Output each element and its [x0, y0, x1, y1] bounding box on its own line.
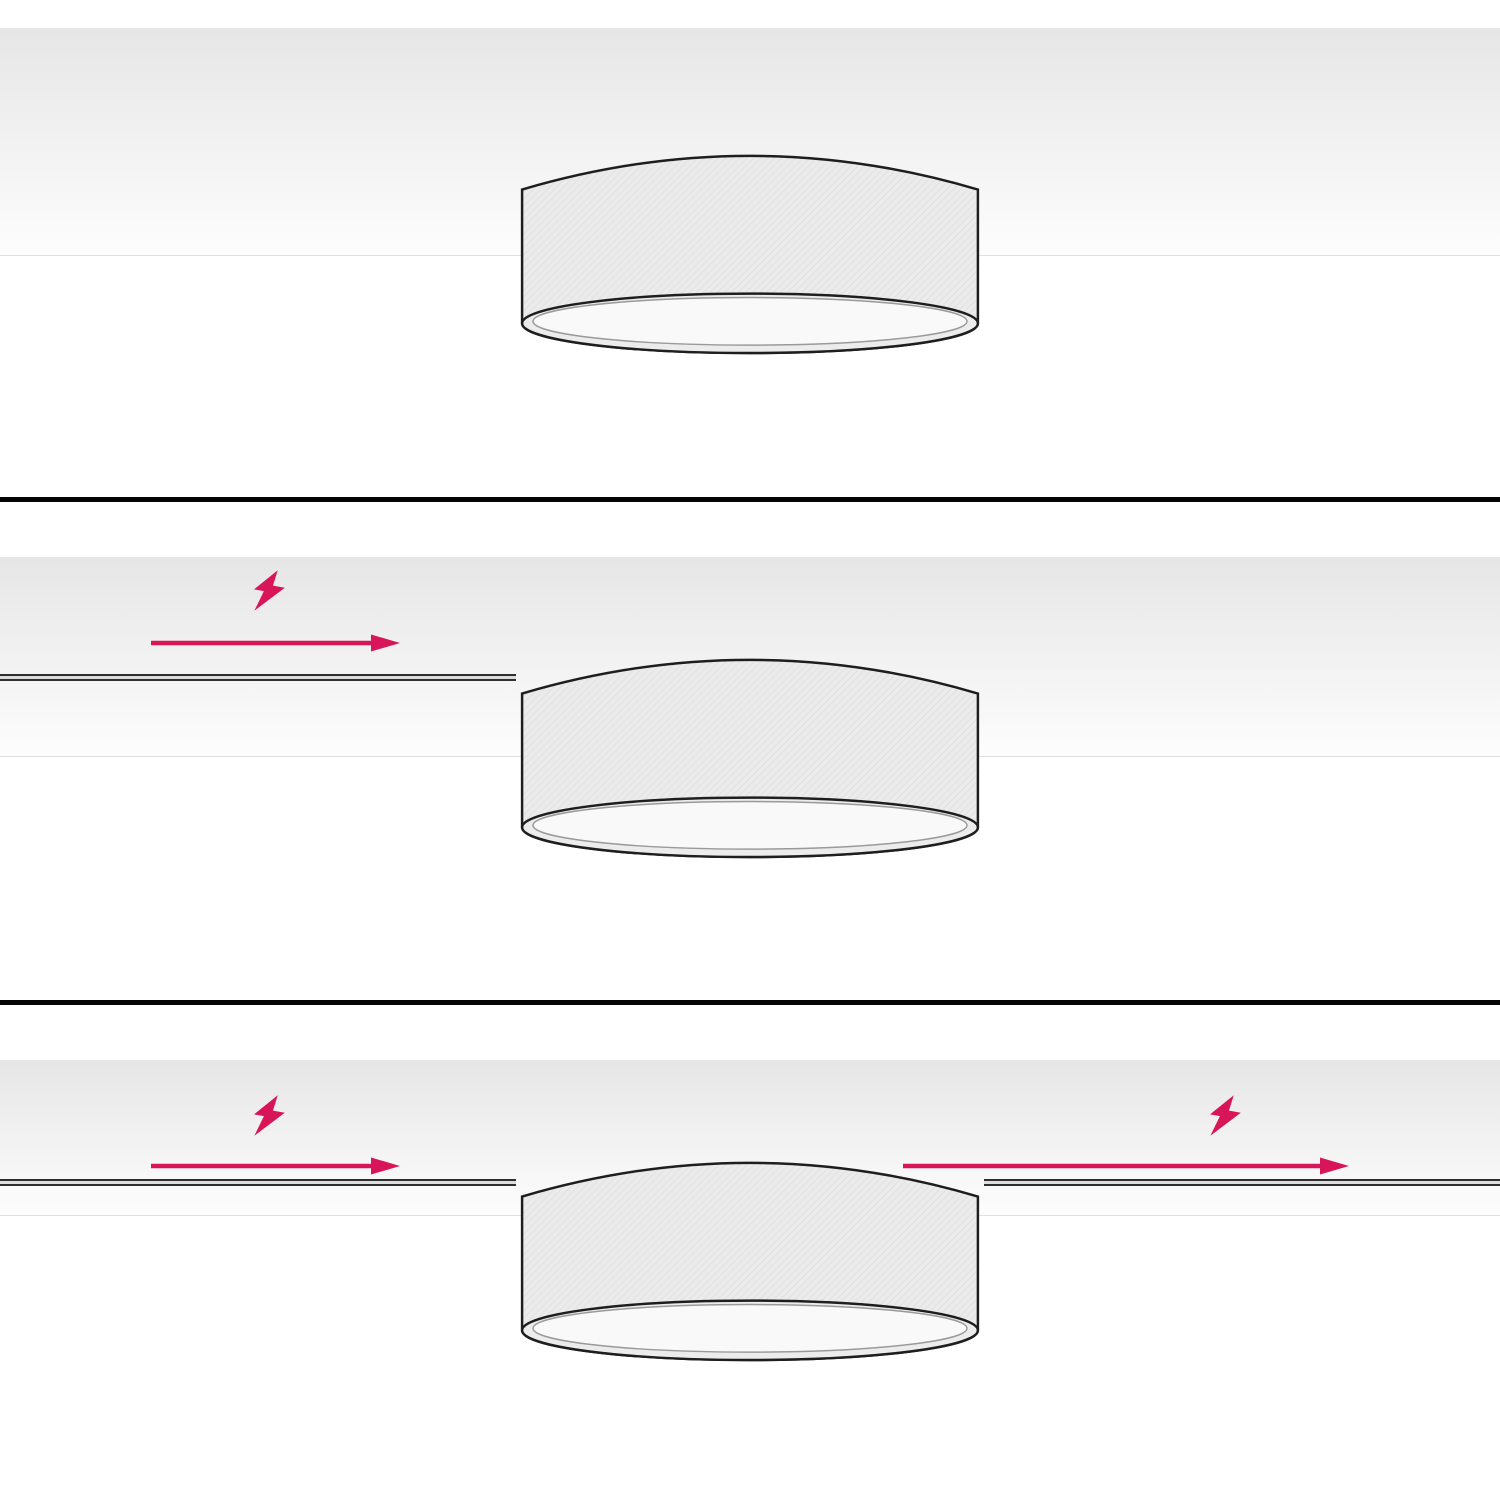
drum-ceiling-lamp: [520, 658, 980, 859]
power-cable-right: [984, 1179, 1500, 1186]
drum-ceiling-lamp: [520, 1161, 980, 1362]
panel-pass-through-cable: [0, 1005, 1500, 1500]
panel-lamp-no-cable: [0, 0, 1500, 497]
arrow-right-icon: [903, 1157, 1349, 1175]
panel-divider: [0, 497, 1500, 502]
arrow-right-icon: [151, 1157, 400, 1175]
panel-single-cable-feed: [0, 502, 1500, 1000]
power-cable-left: [0, 674, 516, 681]
power-cable-left: [0, 1179, 516, 1186]
lightning-bolt-icon: [254, 1095, 285, 1136]
drum-ceiling-lamp: [520, 154, 980, 355]
panel-divider: [0, 1000, 1500, 1005]
lightning-bolt-icon: [1210, 1095, 1241, 1136]
lightning-bolt-icon: [254, 570, 285, 611]
arrow-right-icon: [151, 634, 400, 652]
